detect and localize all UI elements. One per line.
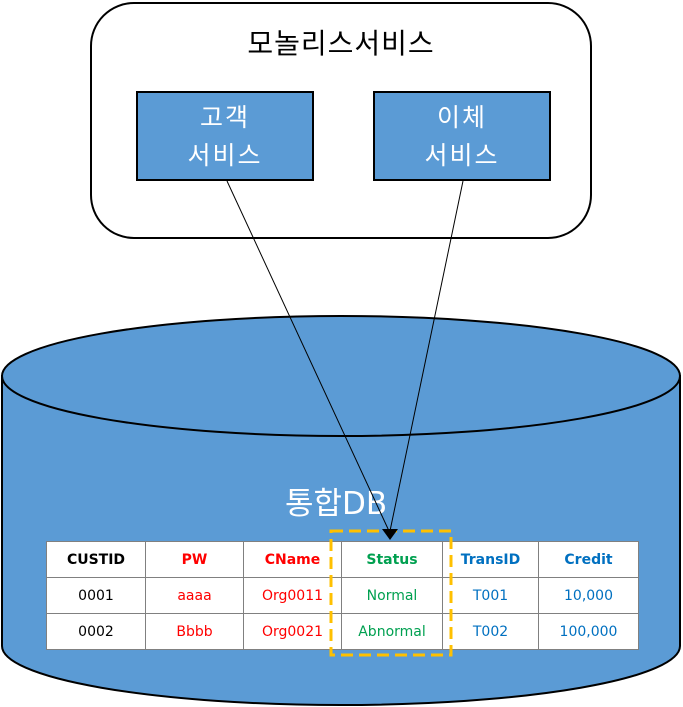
database-cylinder-top <box>1 315 681 437</box>
customer-service-label-2: 서비스 <box>187 141 263 170</box>
transfer-service-label-1: 이체 <box>436 103 487 132</box>
database-table: CUSTID PW CName Status TransID Credit 00… <box>46 541 639 650</box>
column-header-credit: Credit <box>538 541 639 578</box>
transfer-service-label-2: 서비스 <box>424 141 500 170</box>
cell-custid: 0002 <box>46 613 146 650</box>
column-header-pw: PW <box>145 541 244 578</box>
cell-custid: 0001 <box>46 577 146 614</box>
column-header-status: Status <box>341 541 443 578</box>
cell-status: Abnormal <box>341 613 443 650</box>
customer-service-label-1: 고객 <box>199 103 250 132</box>
monolith-title: 모놀리스서비스 <box>247 27 435 60</box>
column-header-transid: TransID <box>442 541 539 578</box>
cell-cname: Org0011 <box>243 577 342 614</box>
customer-service-box: 고객 서비스 <box>136 91 314 181</box>
cell-credit: 10,000 <box>538 577 639 614</box>
table-row: 0002 Bbbb Org0021 Abnormal T002 100,000 <box>46 613 639 650</box>
cell-pw: Bbbb <box>145 613 244 650</box>
transfer-service-box: 이체 서비스 <box>373 91 551 181</box>
cell-transid: T002 <box>442 613 539 650</box>
table-header-row: CUSTID PW CName Status TransID Credit <box>46 541 639 578</box>
cell-cname: Org0021 <box>243 613 342 650</box>
database-title: 통합DB <box>285 486 388 522</box>
column-header-custid: CUSTID <box>46 541 146 578</box>
cell-status: Normal <box>341 577 443 614</box>
cell-credit: 100,000 <box>538 613 639 650</box>
cell-transid: T001 <box>442 577 539 614</box>
table-row: 0001 aaaa Org0011 Normal T001 10,000 <box>46 577 639 614</box>
cell-pw: aaaa <box>145 577 244 614</box>
column-header-cname: CName <box>243 541 342 578</box>
